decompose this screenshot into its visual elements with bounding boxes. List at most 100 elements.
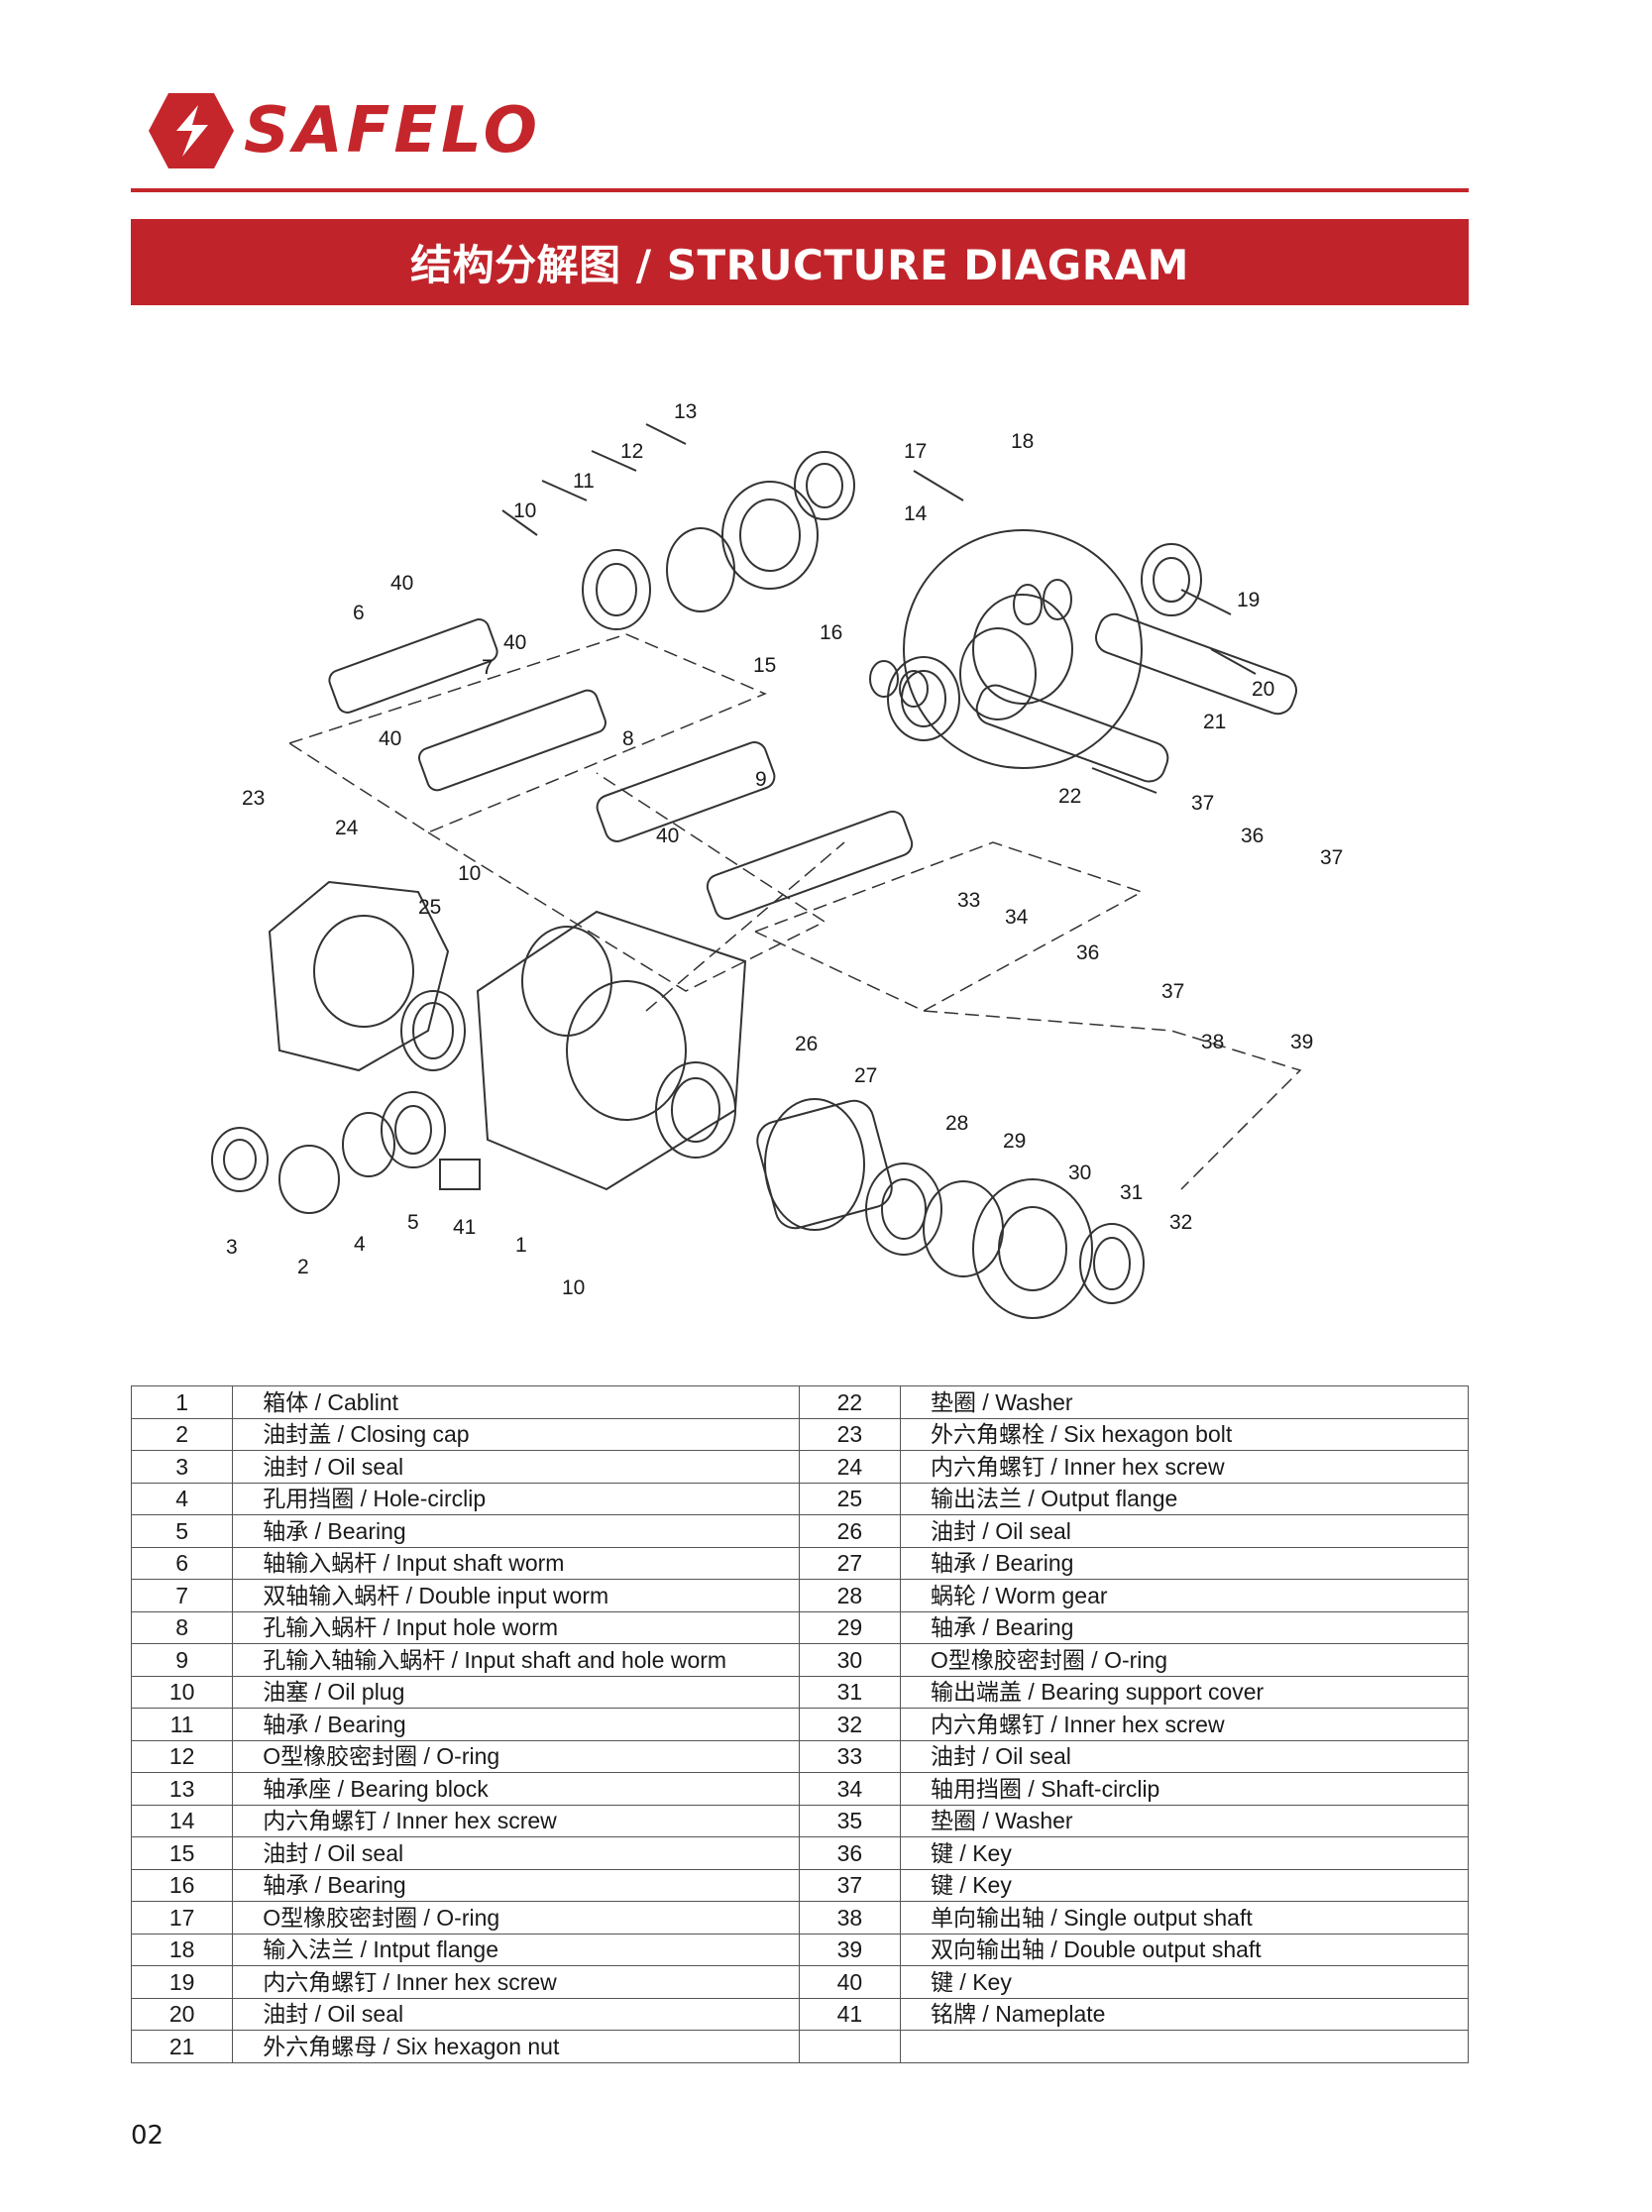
part-name-left: 内六角螺钉 / Inner hex screw <box>232 1804 800 1837</box>
callout-10-top: 10 <box>458 862 481 885</box>
part-name-left: 箱体 / Cablint <box>232 1385 800 1419</box>
callout-40-d: 40 <box>656 825 679 847</box>
brand-wordmark: SAFELO <box>244 94 541 167</box>
part-name-left: 轴承 / Bearing <box>232 1868 800 1902</box>
callout-40-a: 40 <box>390 572 413 595</box>
callout-36-a: 36 <box>1241 825 1264 847</box>
part-number-right: 28 <box>798 1579 902 1612</box>
callout-12: 11 <box>573 470 595 493</box>
part-number-right: 37 <box>798 1868 902 1902</box>
callout-6: 6 <box>353 602 365 624</box>
part-name-left: 油封 / Oil seal <box>232 1997 800 2031</box>
callout-40-c: 40 <box>379 727 401 750</box>
callout-35: 34 <box>1005 906 1029 929</box>
part-name-right: 外六角螺栓 / Six hexagon bolt <box>900 1417 1469 1451</box>
callout-34: 33 <box>957 889 980 912</box>
callout-16: 15 <box>753 654 776 677</box>
part-name-left: 孔输入轴输入蜗杆 / Input shaft and hole worm <box>232 1643 800 1677</box>
callout-37-c: 37 <box>1161 980 1184 1003</box>
part-number-left: 21 <box>130 2030 234 2063</box>
callout-24: 23 <box>242 787 265 810</box>
part-number-right: 35 <box>798 1804 902 1837</box>
part-name-right: 油封 / Oil seal <box>900 1739 1469 1773</box>
part-name-left: 孔用挡圈 / Hole-circlip <box>232 1482 800 1515</box>
part-number-left: 5 <box>130 1514 234 1548</box>
part-number-left: 2 <box>130 1417 234 1451</box>
part-name-right: 双向输出轴 / Double output shaft <box>900 1933 1469 1966</box>
part-name-left: 油封 / Oil seal <box>232 1836 800 1870</box>
part-number-left: 7 <box>130 1579 234 1612</box>
part-name-right: 轴承 / Bearing <box>900 1546 1469 1580</box>
part-name-right: 垫圈 / Washer <box>900 1804 1469 1837</box>
callout-31: 30 <box>1068 1161 1091 1184</box>
part-number-left: 3 <box>130 1450 234 1484</box>
part-number-right: 24 <box>798 1450 902 1484</box>
callout-9: 9 <box>755 768 767 791</box>
part-number-right: 36 <box>798 1836 902 1870</box>
part-number-right: 33 <box>798 1739 902 1773</box>
part-name-right: 输出端盖 / Bearing support cover <box>900 1675 1469 1709</box>
structure-diagram: 13 12 11 10 40 6 40 7 40 8 9 40 15 16 14… <box>211 400 1343 1319</box>
part-name-left: 轴承 / Bearing <box>232 1708 800 1741</box>
part-number-left: 14 <box>130 1804 234 1837</box>
callout-17: 16 <box>820 621 842 644</box>
callout-8: 8 <box>622 727 634 750</box>
section-title-banner: 结构分解图 / STRUCTURE DIAGRAM <box>131 219 1469 305</box>
part-number-right: 23 <box>798 1417 902 1451</box>
part-number-left: 17 <box>130 1901 234 1935</box>
callout-11: 10 <box>513 499 536 522</box>
callout-13: 12 <box>620 440 643 463</box>
brand-mark-icon <box>149 93 234 168</box>
part-number-left: 19 <box>130 1965 234 1999</box>
part-number-left: 12 <box>130 1739 234 1773</box>
callout-29: 28 <box>945 1112 968 1135</box>
callout-37-b: 37 <box>1320 846 1343 869</box>
part-name-left: 双轴输入蜗杆 / Double input worm <box>232 1579 800 1612</box>
part-number-right: 40 <box>798 1965 902 1999</box>
callout-25: 24 <box>335 817 359 839</box>
header-rule <box>131 188 1469 192</box>
callout-38: 38 <box>1201 1031 1224 1053</box>
part-number-left: 20 <box>130 1997 234 2031</box>
part-number-right: 32 <box>798 1708 902 1741</box>
part-name-left: 油封 / Oil seal <box>232 1450 800 1484</box>
part-name-left: 内六角螺钉 / Inner hex screw <box>232 1965 800 1999</box>
part-number-left: 9 <box>130 1643 234 1677</box>
part-name-right: 内六角螺钉 / Inner hex screw <box>900 1708 1469 1741</box>
callout-2: 2 <box>297 1256 309 1278</box>
part-name-left: 输入法兰 / Intput flange <box>232 1933 800 1966</box>
part-name-left: 外六角螺母 / Six hexagon nut <box>232 2030 800 2063</box>
callout-23: 22 <box>1058 785 1081 808</box>
callout-30: 29 <box>1003 1130 1026 1153</box>
part-number-left: 10 <box>130 1675 234 1709</box>
part-name-right: 单向输出轴 / Single output shaft <box>900 1901 1469 1935</box>
part-name-left: 轴承 / Bearing <box>232 1514 800 1548</box>
part-number-right: 30 <box>798 1643 902 1677</box>
part-name-left: O型橡胶密封圈 / O-ring <box>232 1901 800 1935</box>
part-number-right: 22 <box>798 1385 902 1419</box>
part-number-left: 16 <box>130 1868 234 1902</box>
part-number-right: 41 <box>798 1997 902 2031</box>
callout-26: 25 <box>418 896 441 919</box>
part-number-right: 29 <box>798 1610 902 1644</box>
callout-40-b: 40 <box>503 631 526 654</box>
callout-19: 18 <box>1011 430 1034 453</box>
brand-logo: SAFELO <box>147 91 603 170</box>
part-name-right: 内六角螺钉 / Inner hex screw <box>900 1450 1469 1484</box>
part-number-right: 27 <box>798 1546 902 1580</box>
callout-18: 17 <box>904 440 927 463</box>
callout-3: 3 <box>226 1236 238 1259</box>
part-name-left: 轴输入蜗杆 / Input shaft worm <box>232 1546 800 1580</box>
callout-36-b: 36 <box>1076 941 1099 964</box>
